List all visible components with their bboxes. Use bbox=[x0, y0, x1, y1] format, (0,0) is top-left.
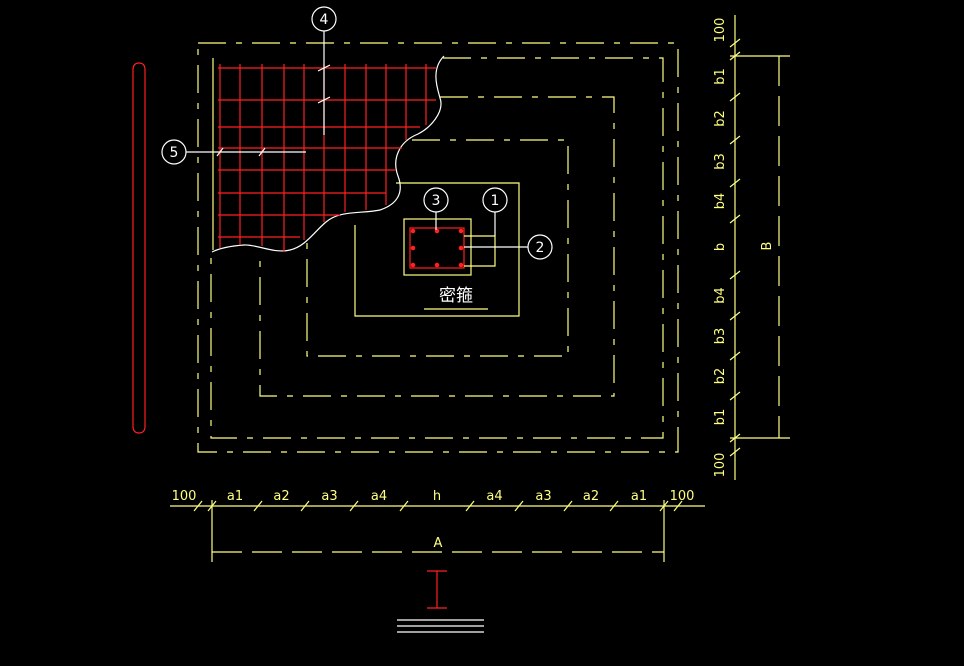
dim-right-label: 100 bbox=[713, 453, 728, 478]
dim-right-label: b4 bbox=[713, 193, 728, 210]
dim-bottom-tick bbox=[465, 500, 475, 512]
dim-right-tick bbox=[729, 311, 741, 321]
dim-bottom-tick bbox=[253, 500, 263, 512]
callout-5-label: 5 bbox=[170, 145, 179, 161]
callout-2-label: 2 bbox=[536, 240, 545, 256]
dim-right-tick bbox=[729, 214, 741, 224]
dim-right-tick bbox=[729, 391, 741, 401]
footing-step-2 bbox=[259, 96, 615, 397]
dimension-bottom: A 100 a1 a2 a3 a4 h a4 a3 a2 a1 100 bbox=[170, 489, 705, 562]
dim-bottom-tick bbox=[659, 500, 669, 512]
side-rebar bbox=[132, 62, 146, 434]
break-line bbox=[211, 55, 445, 253]
callout-3: 3 bbox=[423, 187, 449, 230]
callout-1-label: 1 bbox=[491, 193, 500, 209]
callout-2: 2 bbox=[464, 234, 553, 260]
dim-right-tick bbox=[729, 270, 741, 280]
dim-right-label: b1 bbox=[713, 409, 728, 426]
column bbox=[403, 218, 496, 310]
footing-step-3 bbox=[306, 139, 569, 357]
footing-outline-outer bbox=[197, 42, 679, 453]
dim-bottom-label: a1 bbox=[227, 489, 243, 504]
dim-bottom-tick bbox=[673, 500, 683, 512]
dimension-right: B 100 b1 b2 b3 b4 b b4 b3 b2 b1 100 bbox=[713, 15, 790, 480]
dim-bottom-label: a3 bbox=[321, 489, 337, 504]
dim-bottom-tick bbox=[193, 500, 203, 512]
rebar-mesh bbox=[218, 64, 436, 252]
dim-right-tick bbox=[729, 178, 741, 188]
dim-right-tick bbox=[729, 92, 741, 102]
dim-right-tick bbox=[729, 447, 741, 457]
dim-bottom-label: a4 bbox=[486, 489, 502, 504]
dim-bottom-tick bbox=[349, 500, 359, 512]
dim-right-label: b3 bbox=[713, 153, 728, 170]
dim-right-tick bbox=[729, 351, 741, 361]
callout-1: 1 bbox=[482, 187, 508, 236]
footing-step-1 bbox=[210, 57, 664, 439]
dim-right-label: 100 bbox=[713, 18, 728, 43]
dim-bottom-overall: A bbox=[434, 536, 443, 551]
dim-bottom-tick bbox=[514, 500, 524, 512]
column-label: 密箍 bbox=[439, 286, 473, 306]
dim-right-label: b2 bbox=[713, 110, 728, 127]
dim-bottom-label: 100 bbox=[670, 489, 695, 504]
dim-bottom-tick bbox=[207, 500, 217, 512]
dim-right-label: b2 bbox=[713, 368, 728, 385]
dim-bottom-label: a4 bbox=[371, 489, 387, 504]
dim-bottom-tick bbox=[609, 500, 619, 512]
callout-5: 5 bbox=[161, 139, 306, 165]
dim-right-label: b1 bbox=[713, 68, 728, 85]
dim-right-label: b3 bbox=[713, 328, 728, 345]
column-stirrup bbox=[409, 227, 465, 269]
dim-bottom-tick bbox=[399, 500, 409, 512]
footing-steps bbox=[197, 42, 679, 453]
dim-bottom-label: a3 bbox=[535, 489, 551, 504]
dim-bottom-tick bbox=[300, 500, 310, 512]
dim-right-tick bbox=[729, 433, 741, 443]
section-symbol bbox=[397, 570, 484, 633]
dim-bottom-label: 100 bbox=[172, 489, 197, 504]
dim-right-overall: B bbox=[760, 242, 775, 251]
dim-bottom-label: h bbox=[433, 489, 441, 504]
rebar-grid bbox=[218, 64, 436, 252]
callout-3-label: 3 bbox=[432, 193, 441, 209]
dim-right-label: b bbox=[713, 243, 728, 251]
callout-4-label: 4 bbox=[320, 12, 329, 28]
dim-right-tick bbox=[729, 51, 741, 61]
column-bars bbox=[410, 228, 464, 268]
dim-bottom-tick bbox=[563, 500, 573, 512]
dim-bottom-label: a2 bbox=[583, 489, 599, 504]
dim-bottom-label: a2 bbox=[273, 489, 289, 504]
dim-bottom-label: a1 bbox=[631, 489, 647, 504]
callout-4: 4 bbox=[311, 6, 337, 135]
dim-right-tick bbox=[729, 38, 741, 48]
dim-right-label: b4 bbox=[713, 287, 728, 304]
dim-right-tick bbox=[729, 135, 741, 145]
footing-step-4 bbox=[354, 182, 520, 317]
